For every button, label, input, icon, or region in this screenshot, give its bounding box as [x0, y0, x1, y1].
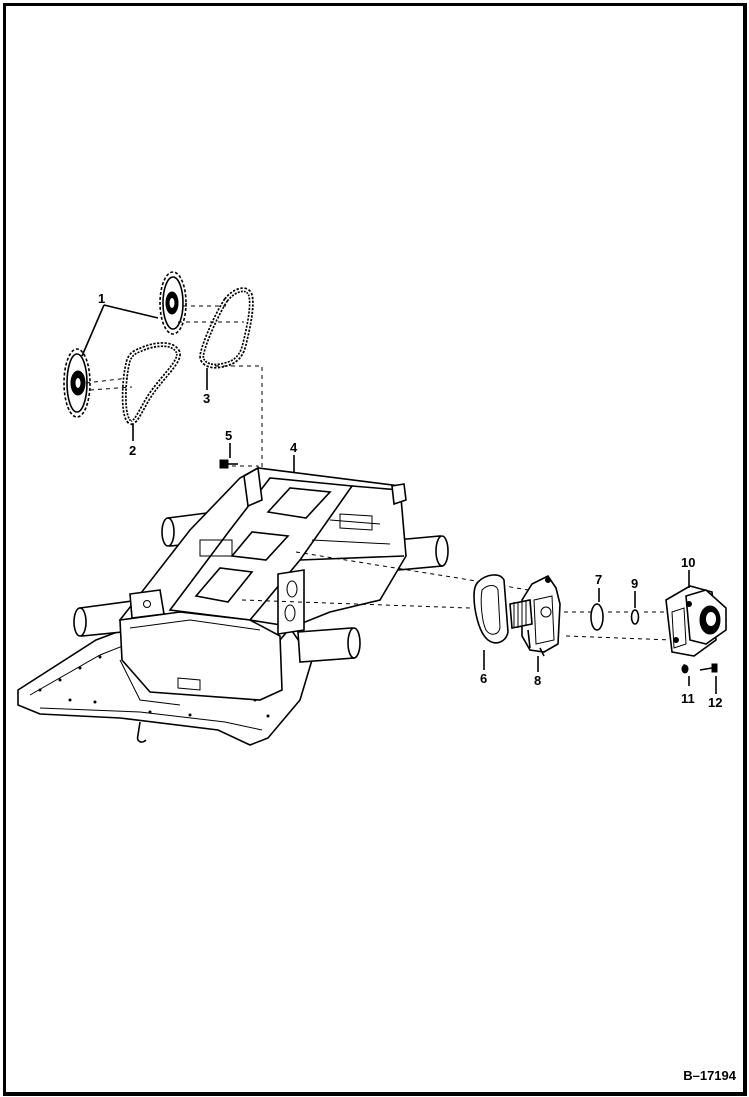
callout-3: 3	[203, 391, 210, 406]
bolt	[219, 459, 238, 469]
figure-border	[3, 3, 747, 1096]
figure-id-label: B–17194	[683, 1068, 736, 1083]
callout-12: 12	[708, 695, 722, 710]
gasket	[473, 574, 509, 644]
callout-2: 2	[129, 443, 136, 458]
o-ring-small	[630, 609, 640, 625]
leader-lines	[81, 304, 717, 694]
callout-11: 11	[681, 691, 695, 706]
callout-8: 8	[534, 673, 541, 688]
main-frame	[17, 466, 449, 746]
sprocket-upper	[159, 271, 187, 335]
drive-chain-lower	[121, 342, 181, 426]
hydraulic-motor	[665, 585, 727, 657]
callout-5: 5	[225, 428, 232, 443]
motor-bolt	[699, 663, 718, 673]
callouts: 1 2 3 4 5 6 7 8 9 10 11 12	[98, 291, 722, 710]
callout-1: 1	[98, 291, 105, 306]
callout-10: 10	[681, 555, 695, 570]
callout-6: 6	[480, 671, 487, 686]
callout-9: 9	[631, 576, 638, 591]
pan-holes	[38, 655, 282, 718]
drive-chain-upper	[199, 287, 254, 369]
washer	[681, 664, 689, 674]
housing	[509, 574, 561, 657]
o-ring-large	[590, 603, 604, 631]
callout-4: 4	[290, 440, 298, 455]
callout-7: 7	[595, 572, 602, 587]
